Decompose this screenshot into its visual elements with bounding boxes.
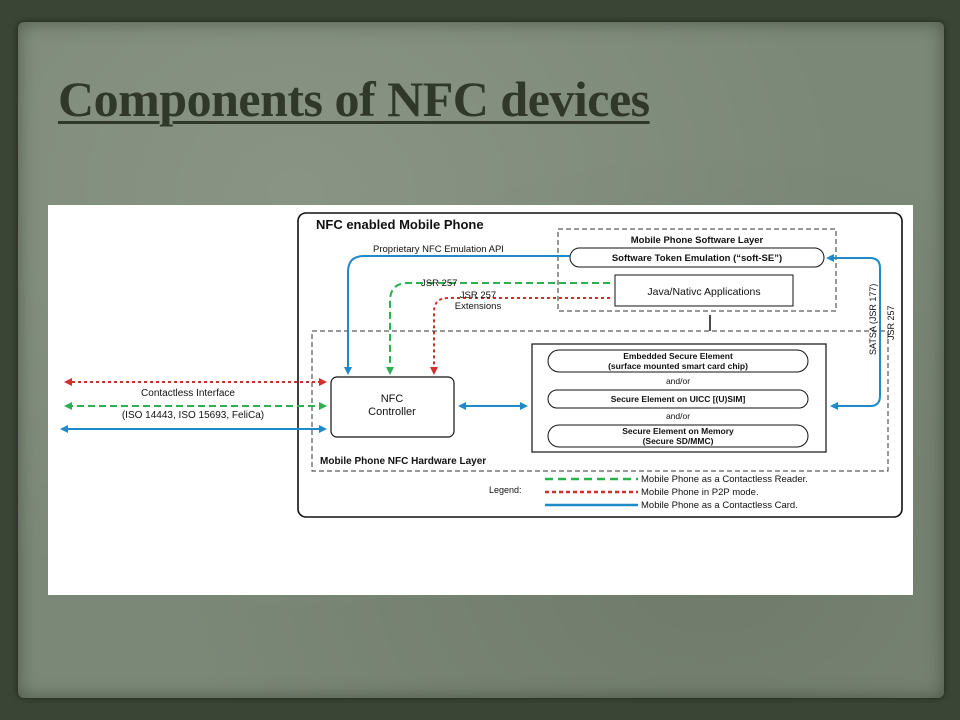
software-layer-label: Mobile Phone Software Layer [631,235,764,246]
slide-title: Components of NFC devices [58,71,650,127]
se-memory-line1: Secure Element on Memory [622,426,734,436]
jsr257-arrow [386,282,610,375]
andor-label-2: and/or [666,411,690,421]
phone-boundary [297,212,903,518]
legend-card-label: Mobile Phone as a Contactless Card. [641,500,798,511]
proprietary-api-arrow [344,255,570,375]
java-apps-label: Java/Nativc Applications [647,286,760,298]
jsr257-side-label: JSR 257 [886,305,896,340]
secure-elements-box [531,343,827,453]
software-layer-box [557,228,837,312]
se-uicc-label: Secure Element on UICC [(U)SIM] [611,394,746,404]
se-embedded-line2: (surface mounted smart card chip) [608,361,748,371]
se-memory-box [547,424,809,448]
soft-se-label: Software Token Emulation (“soft-SE”) [612,253,782,264]
se-embedded-box [547,349,809,373]
se-memory-line2: (Secure SD/MMC) [643,436,714,446]
nfc-diagram: NFC enabled Mobile Phone Mobile Phone So… [60,212,903,518]
hardware-layer-label: Mobile Phone NFC Hardware Layer [320,456,486,467]
nfc-diagram-figure: NFC enabled Mobile Phone Mobile Phone So… [48,205,913,595]
jsr257-ext-line2: Extensions [455,301,502,312]
contactless-interface-label: Contactless Interface [141,388,235,399]
satsa-arrow [826,254,881,410]
java-apps-box [614,274,794,307]
satsa-label: SATSA (JSR 177) [868,284,878,355]
proprietary-api-label: Proprietary NFC Emulation API [373,244,504,255]
legend-title: Legend: [489,485,522,495]
andor-label-1: and/or [666,376,690,386]
nfc-controller-line1: NFC [381,393,404,405]
jsr257-label: JSR 257 [421,278,457,289]
nfc-controller-box [330,376,455,438]
nfc-controller-line2: Controller [368,406,416,418]
se-uicc-box [547,389,809,409]
phone-boundary-label: NFC enabled Mobile Phone [316,217,484,232]
iso-standards-label: (ISO 14443, ISO 15693, FeliCa) [122,410,264,421]
legend-p2p-label: Mobile Phone in P2P mode. [641,487,759,498]
hardware-layer-box [311,330,889,472]
soft-se-box [569,247,825,268]
se-embedded-line1: Embedded Secure Element [623,351,733,361]
legend-reader-label: Mobile Phone as a Contactless Reader. [641,474,808,485]
jsr257-ext-line1: JSR 257 [460,290,496,301]
jsr257-ext-arrow [430,297,610,375]
